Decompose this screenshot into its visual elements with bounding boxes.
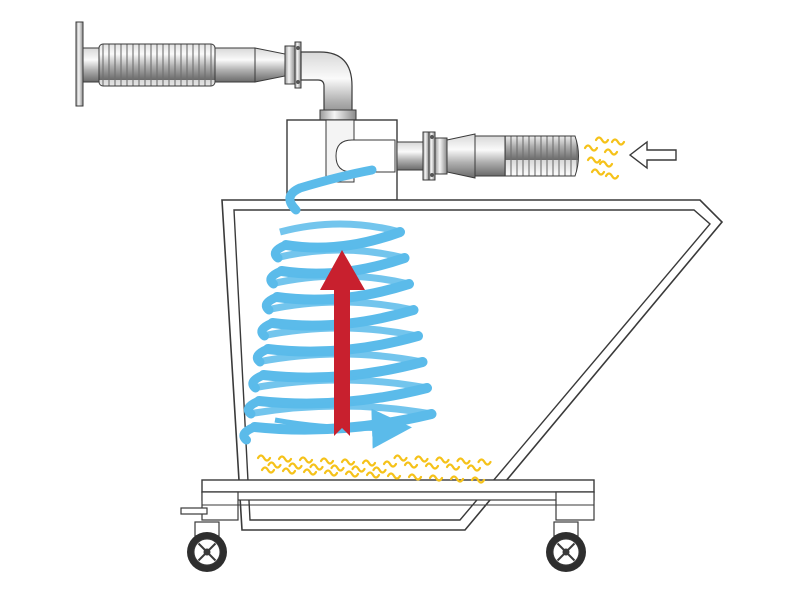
chip: [298, 456, 314, 464]
spiral-band-curl: [239, 422, 259, 445]
chip: [330, 464, 345, 472]
chip: [445, 463, 461, 471]
left-arrow-icon: [628, 140, 677, 170]
chip: [386, 472, 402, 480]
chip: [449, 475, 465, 483]
chip: [470, 476, 486, 484]
outlet-elbow: [300, 51, 357, 129]
chip: [424, 462, 440, 470]
chip: [288, 462, 303, 470]
outlet-flange-left: [75, 21, 84, 107]
wheels: [180, 507, 586, 572]
chip: [456, 457, 471, 465]
chip: [393, 454, 408, 462]
chip: [323, 469, 339, 477]
chip: [603, 148, 619, 156]
cart-frame-icon: [201, 479, 595, 521]
corrugated-hose-icon: [504, 135, 579, 177]
chip: [466, 464, 482, 472]
chip: [435, 456, 450, 464]
chip: [477, 458, 492, 466]
chip: [361, 459, 377, 467]
chip: [351, 465, 366, 473]
up-arrow-icon: [320, 250, 365, 436]
chip: [407, 473, 423, 481]
chip: [382, 460, 398, 468]
spiral-exit: [274, 408, 412, 449]
spiral-band-back: [274, 246, 406, 262]
chip: [586, 156, 602, 164]
chip: [340, 458, 356, 466]
outlet-hose: [75, 21, 302, 107]
chip: [277, 455, 293, 463]
chip: [414, 455, 429, 463]
chip: [256, 454, 272, 462]
chip: [302, 468, 318, 476]
chip: [319, 457, 335, 465]
chip: [594, 136, 610, 144]
chip: [281, 467, 297, 475]
chip: [590, 168, 606, 176]
chip: [309, 463, 324, 471]
chip: [403, 461, 419, 469]
chip: [428, 474, 444, 482]
chip: [365, 471, 381, 479]
chip: [610, 138, 626, 146]
chip: [267, 461, 282, 469]
chip: [372, 466, 387, 474]
chip: [583, 144, 599, 152]
chips-icon: [583, 136, 626, 180]
corrugated-hose-icon: [98, 43, 216, 87]
spiral-entry: [285, 165, 377, 215]
chip: [598, 160, 614, 168]
chip: [260, 466, 276, 474]
spiral-band-back: [279, 220, 401, 236]
inlet-hose: [396, 131, 579, 181]
chips-icon: [256, 454, 492, 484]
chip: [604, 172, 620, 180]
chip: [344, 470, 360, 478]
spiral-band-front: [281, 227, 405, 253]
